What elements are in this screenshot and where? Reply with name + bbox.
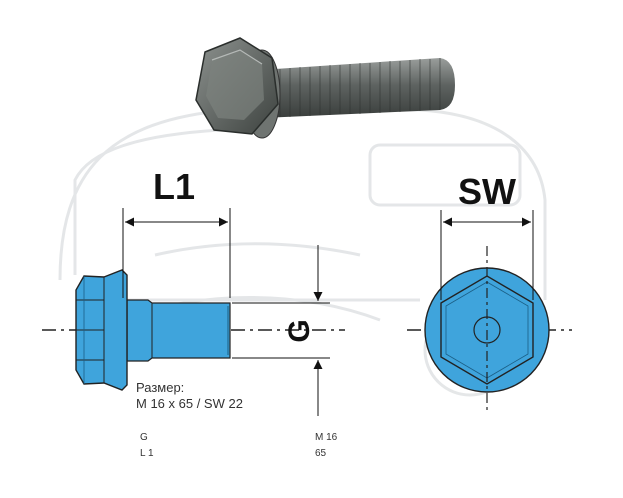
size-caption: Размер: bbox=[136, 380, 185, 395]
bolt-photo bbox=[195, 37, 455, 139]
bolt-end-view bbox=[407, 246, 572, 414]
sw-dimension bbox=[440, 210, 534, 300]
size-value: M 16 x 65 / SW 22 bbox=[136, 396, 243, 411]
bolt-side-view bbox=[42, 269, 345, 391]
sw-label: SW bbox=[458, 171, 516, 212]
l1-label: L1 bbox=[153, 166, 195, 207]
spec-param-thread: G bbox=[140, 432, 148, 443]
g-dimension bbox=[232, 245, 330, 416]
l1-dimension bbox=[122, 208, 231, 298]
g-label: G bbox=[283, 319, 316, 342]
spec-value-length: 65 bbox=[315, 448, 327, 459]
spec-value-thread: M 16 bbox=[315, 432, 338, 443]
spec-param-length: L 1 bbox=[140, 448, 154, 459]
